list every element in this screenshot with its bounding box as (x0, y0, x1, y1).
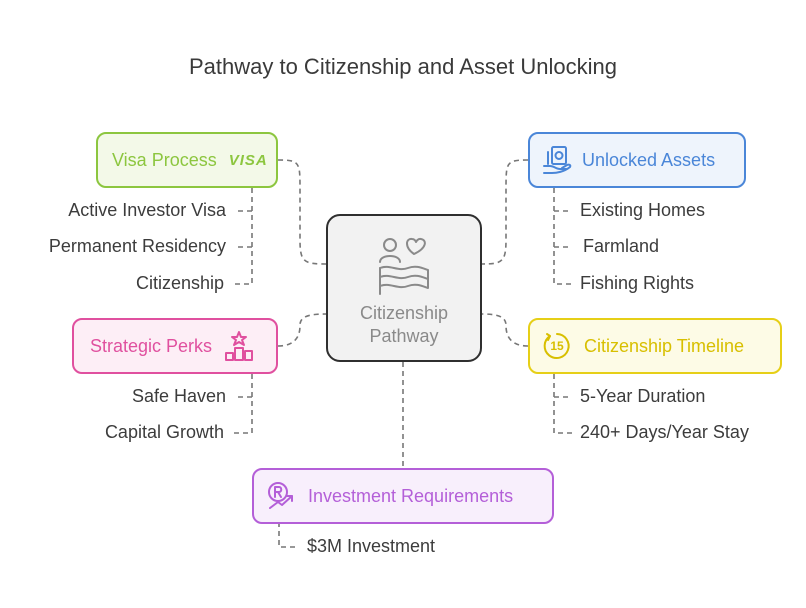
connector-timeline (481, 313, 529, 347)
connector-perks (277, 313, 327, 347)
assets-item-2: Farmland (583, 236, 660, 256)
center-label: Citizenship Pathway (360, 302, 448, 348)
timer-15-label: 15 (550, 339, 564, 353)
timeline-item-2: 240+ Days/Year Stay (580, 422, 749, 442)
visa-item-3: Citizenship (135, 273, 224, 293)
connector-assets (481, 159, 529, 265)
visa-process-node: Visa Process VISA (96, 132, 278, 188)
perks-item-2: Capital Growth (104, 422, 224, 442)
citizenship-timeline-node: 15 Citizenship Timeline (528, 318, 782, 374)
podium-star-icon (224, 330, 254, 362)
visa-icon: VISA (228, 151, 268, 169)
connector-timeline-items (553, 374, 572, 434)
citizenship-timeline-label: Citizenship Timeline (584, 335, 745, 356)
visa-process-label: Visa Process (112, 149, 217, 170)
center-label-line2: Pathway (369, 326, 439, 346)
timeline-item-1: 5-Year Duration (580, 386, 706, 406)
visa-item-2: Permanent Residency (48, 236, 226, 256)
investment-item-1: $3M Investment (307, 536, 436, 556)
unlocked-assets-node: Unlocked Assets (528, 132, 746, 188)
visa-item-1: Active Investor Visa (68, 200, 226, 220)
coin-growth-icon (266, 480, 298, 512)
center-node: Citizenship Pathway (326, 214, 482, 362)
timer-15-icon: 15 (542, 331, 572, 361)
money-hand-icon (542, 144, 574, 176)
perks-item-1: Safe Haven (131, 386, 226, 406)
connector-visa (277, 159, 327, 265)
connector-visa-items (234, 188, 253, 285)
assets-item-3: Fishing Rights (580, 273, 695, 293)
connector-investment-items (278, 522, 297, 548)
diagram-title: Pathway to Citizenship and Asset Unlocki… (188, 54, 617, 79)
investment-requirements-label: Investment Requirements (308, 485, 514, 506)
connector-assets-items (553, 188, 572, 285)
unlocked-assets-label: Unlocked Assets (582, 149, 716, 170)
center-label-line1: Citizenship (359, 303, 449, 323)
assets-item-1: Existing Homes (580, 200, 706, 220)
strategic-perks-node: Strategic Perks (72, 318, 278, 374)
investment-requirements-node: Investment Requirements (252, 468, 554, 524)
people-heart-flag-icon (379, 237, 429, 295)
connector-perks-items (234, 374, 253, 434)
strategic-perks-label: Strategic Perks (90, 335, 213, 356)
